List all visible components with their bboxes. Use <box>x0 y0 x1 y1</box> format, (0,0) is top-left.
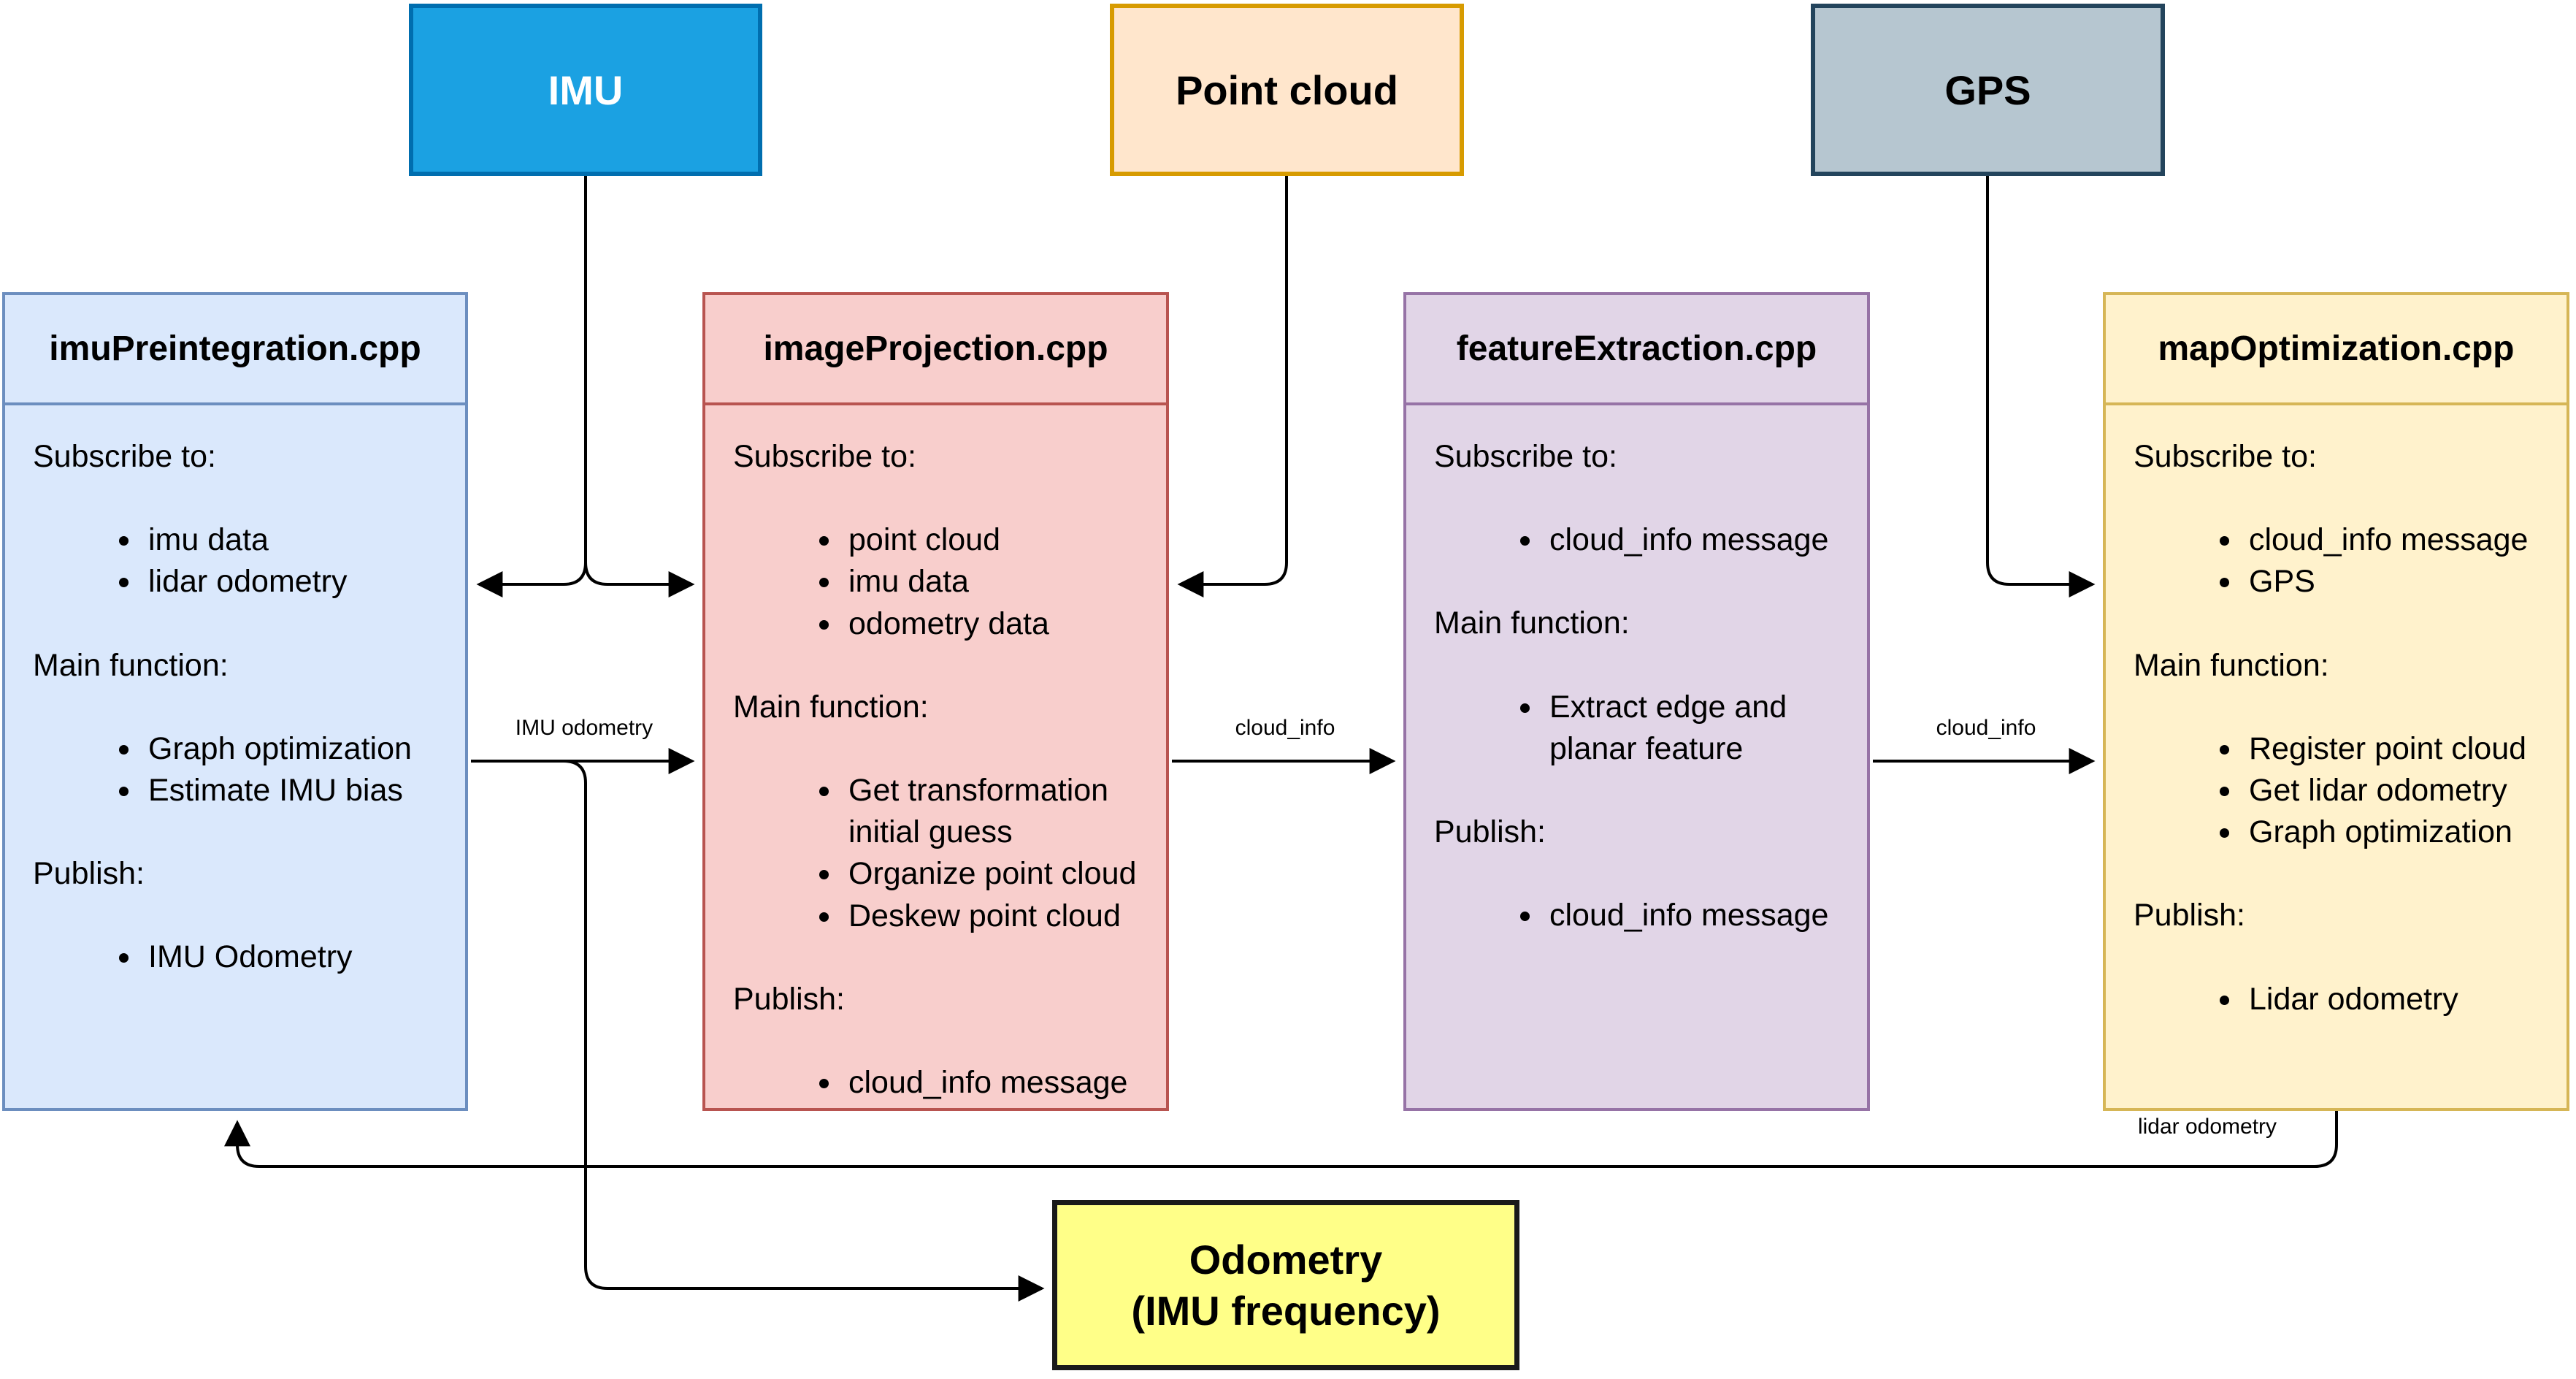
section-items: Graph optimization Estimate IMU bias <box>33 728 454 811</box>
edge-label-cloud-info-2: cloud_info <box>1936 716 2036 740</box>
module-title: mapOptimization.cpp <box>2106 295 2567 405</box>
section-heading: Subscribe to: <box>2134 439 2317 474</box>
list-item: imu data <box>142 519 454 561</box>
list-item: Estimate IMU bias <box>142 770 454 811</box>
section-heading: Publish: <box>733 981 845 1017</box>
list-item: GPS <box>2243 561 2556 603</box>
source-box-point-cloud: Point cloud <box>1110 4 1464 176</box>
output-label-line2: (IMU frequency) <box>1131 1287 1441 1334</box>
output-box-odometry: Odometry (IMU frequency) <box>1052 1200 1519 1370</box>
list-item: Get transformation initial guess <box>843 770 1155 853</box>
list-item: cloud_info message <box>1544 519 1856 561</box>
list-item: IMU Odometry <box>142 936 454 978</box>
output-label-line1: Odometry <box>1189 1236 1383 1283</box>
list-item: cloud_info message <box>2243 519 2556 561</box>
section-items: Get transformation initial guess Organiz… <box>733 770 1155 937</box>
section-items: cloud_info message <box>733 1062 1155 1104</box>
section-heading: Subscribe to: <box>733 439 916 474</box>
source-label: IMU <box>548 66 624 113</box>
section-items: Extract edge and planar feature <box>1434 687 1856 770</box>
module-title: featureExtraction.cpp <box>1406 295 1867 405</box>
section-items: cloud_info message GPS <box>2134 519 2556 603</box>
list-item: Lidar odometry <box>2243 979 2556 1020</box>
section-items: Register point cloud Get lidar odometry … <box>2134 728 2556 854</box>
list-item: lidar odometry <box>142 561 454 603</box>
module-box-featureextraction: featureExtraction.cpp Subscribe to: clou… <box>1403 292 1870 1111</box>
source-box-gps: GPS <box>1811 4 2165 176</box>
edge-pointcloud-to-imageprojection <box>1177 176 1288 597</box>
list-item: odometry data <box>843 603 1155 645</box>
section-items: imu data lidar odometry <box>33 519 454 603</box>
list-item: Graph optimization <box>142 728 454 770</box>
section-items: cloud_info message <box>1434 895 1856 936</box>
edge-label-lidar-odometry: lidar odometry <box>2137 1115 2277 1139</box>
section-heading: Subscribe to: <box>1434 439 1617 474</box>
list-item: Deskew point cloud <box>843 895 1155 937</box>
module-body: Subscribe to: point cloud imu data odome… <box>705 405 1166 1145</box>
source-box-imu: IMU <box>409 4 762 176</box>
module-box-imupreintegration: imuPreintegration.cpp Subscribe to: imu … <box>2 292 468 1111</box>
source-label: Point cloud <box>1176 66 1398 113</box>
module-title: imageProjection.cpp <box>705 295 1166 405</box>
module-body: Subscribe to: cloud_info message Main fu… <box>1406 405 1867 1108</box>
list-item: Extract edge and planar feature <box>1544 687 1856 770</box>
list-item: Organize point cloud <box>843 853 1155 895</box>
section-heading: Publish: <box>1434 814 1546 849</box>
module-box-imageprojection: imageProjection.cpp Subscribe to: point … <box>702 292 1169 1111</box>
list-item: Graph optimization <box>2243 811 2556 853</box>
section-items: IMU Odometry <box>33 936 454 978</box>
edge-label-imu-odometry: IMU odometry <box>515 716 653 740</box>
module-title: imuPreintegration.cpp <box>5 295 465 405</box>
section-items: point cloud imu data odometry data <box>733 519 1155 645</box>
section-heading: Publish: <box>2134 898 2245 933</box>
source-label: GPS <box>1944 66 2031 113</box>
edge-imu-to-imageprojection <box>584 562 695 597</box>
list-item: cloud_info message <box>843 1062 1155 1104</box>
section-heading: Main function: <box>2134 647 2329 683</box>
list-item: cloud_info message <box>1544 895 1856 936</box>
module-box-mapoptimization: mapOptimization.cpp Subscribe to: cloud_… <box>2103 292 2569 1111</box>
section-heading: Main function: <box>33 647 229 683</box>
section-heading: Subscribe to: <box>33 439 216 474</box>
list-item: Register point cloud <box>2243 728 2556 770</box>
edge-lidar-odometry-feedback <box>224 1111 2338 1168</box>
module-body: Subscribe to: cloud_info message GPS Mai… <box>2106 405 2567 1108</box>
section-heading: Publish: <box>33 856 145 892</box>
section-heading: Main function: <box>1434 606 1630 641</box>
edge-imu-to-imupreintegration <box>476 176 587 597</box>
list-item: point cloud <box>843 519 1155 561</box>
section-heading: Main function: <box>733 689 929 725</box>
list-item: imu data <box>843 561 1155 603</box>
section-items: cloud_info message <box>1434 519 1856 561</box>
section-items: Lidar odometry <box>2134 979 2556 1020</box>
edge-label-cloud-info-1: cloud_info <box>1235 716 1335 740</box>
module-body: Subscribe to: imu data lidar odometry Ma… <box>5 405 465 1108</box>
list-item: Get lidar odometry <box>2243 770 2556 811</box>
edge-gps-to-mapoptimization <box>1986 176 2096 597</box>
